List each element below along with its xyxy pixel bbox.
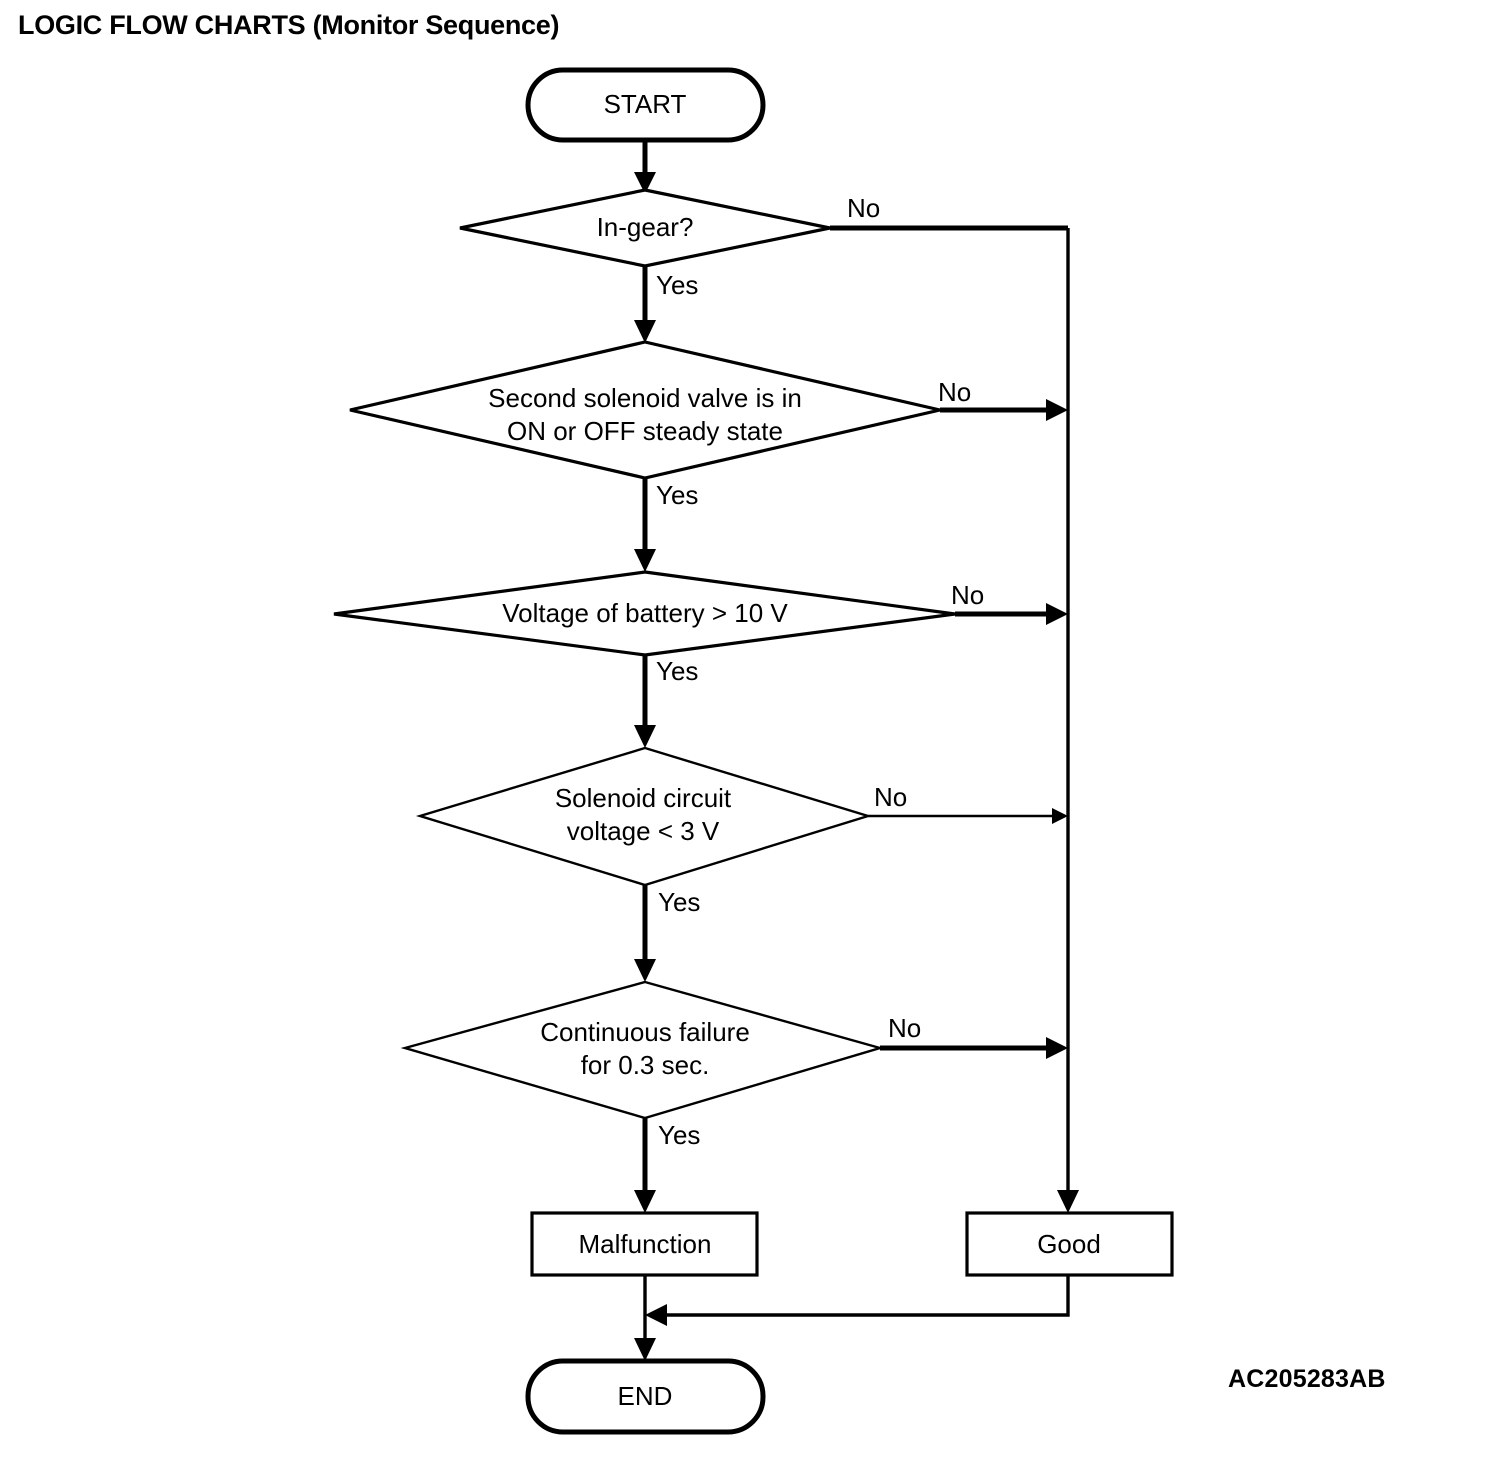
node-decision-in-gear: In-gear? (459, 188, 831, 268)
connector-battery-yes (634, 655, 656, 748)
node-good-label: Good (1037, 1229, 1101, 1259)
node-decision-circuit-voltage: Solenoid circuit voltage < 3 V (415, 746, 873, 887)
connector-continuous-failure-no (880, 1037, 1068, 1059)
edge-label-no-continuous-failure: No (888, 1013, 921, 1043)
edge-label-yes-solenoid-state: Yes (656, 480, 698, 510)
node-start-label: START (604, 89, 687, 119)
connector-solenoid-state-no (940, 399, 1068, 421)
node-decision-solenoid-state-line1: Second solenoid valve is in (488, 383, 802, 413)
edge-label-no-in-gear: No (847, 193, 880, 223)
node-decision-battery-voltage-label: Voltage of battery > 10 V (502, 598, 788, 628)
connector-circuit-voltage-yes (634, 885, 656, 982)
node-start: START (525, 67, 766, 143)
connector-continuous-failure-yes (634, 1118, 656, 1213)
connector-good-to-end (645, 1275, 1070, 1326)
connector-battery-no (955, 603, 1068, 625)
node-decision-continuous-failure: Continuous failure for 0.3 sec. (400, 980, 885, 1120)
node-end-label: END (618, 1381, 673, 1411)
connector-malfunction-to-end (634, 1275, 656, 1361)
node-decision-solenoid-state: Second solenoid valve is in ON or OFF st… (349, 340, 941, 480)
node-good: Good (965, 1211, 1174, 1277)
connector-start-to-ingear (634, 140, 656, 194)
page-title: LOGIC FLOW CHARTS (Monitor Sequence) (18, 10, 560, 40)
connector-solenoid-state-yes (634, 478, 656, 572)
node-end: END (525, 1358, 766, 1435)
connector-right-bus-to-good (1057, 228, 1079, 1213)
node-decision-circuit-voltage-line1: Solenoid circuit (555, 783, 732, 813)
edge-label-yes-continuous-failure: Yes (658, 1120, 700, 1150)
reference-code: AC205283AB (1228, 1365, 1386, 1393)
connector-circuit-voltage-no (868, 808, 1068, 824)
connector-ingear-yes (634, 266, 656, 343)
node-decision-solenoid-state-line2: ON or OFF steady state (507, 416, 783, 446)
node-decision-circuit-voltage-line2: voltage < 3 V (567, 816, 720, 846)
edge-label-yes-in-gear: Yes (656, 270, 698, 300)
node-malfunction-label: Malfunction (579, 1229, 712, 1259)
edge-label-no-circuit-voltage: No (874, 782, 907, 812)
node-decision-continuous-failure-line1: Continuous failure (540, 1017, 750, 1047)
node-decision-continuous-failure-line2: for 0.3 sec. (581, 1050, 710, 1080)
node-malfunction: Malfunction (530, 1211, 759, 1277)
node-decision-battery-voltage: Voltage of battery > 10 V (333, 570, 956, 657)
edge-label-yes-battery: Yes (656, 656, 698, 686)
node-decision-in-gear-label: In-gear? (597, 212, 694, 242)
edge-label-no-solenoid-state: No (938, 377, 971, 407)
edge-label-no-battery: No (951, 580, 984, 610)
edge-label-yes-circuit-voltage: Yes (658, 887, 700, 917)
